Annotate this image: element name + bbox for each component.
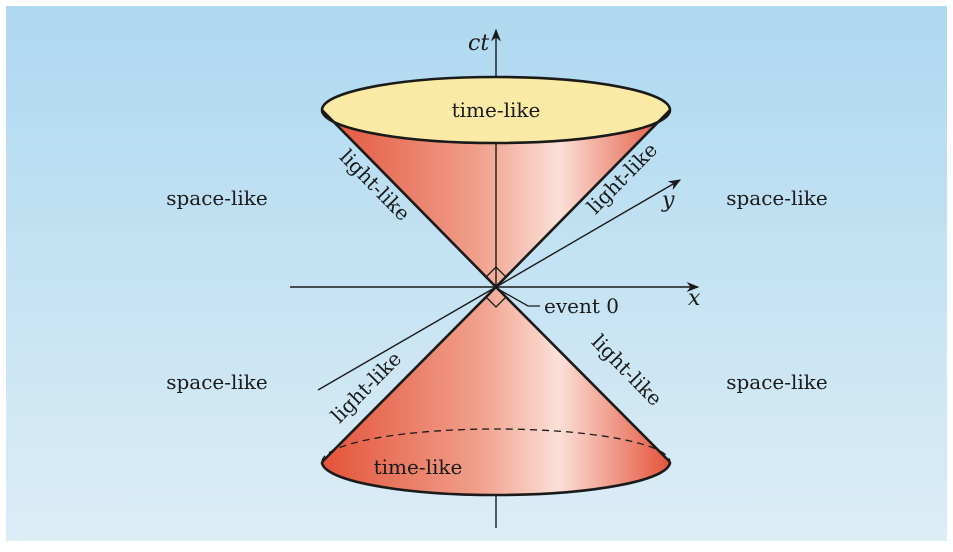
space-like-lower-right: space-like [726,370,828,394]
event-leader-line [497,288,540,307]
past-time-like-label: time-like [374,455,463,479]
space-like-upper-left: space-like [166,186,268,210]
upper-right-angle-mark [485,266,507,288]
event-origin-label: event 0 [544,294,619,318]
x-axis-label: x [688,286,701,311]
future-cone-edge-left [321,109,497,288]
y-axis [495,179,682,288]
y-axis-back [317,286,497,391]
space-like-upper-right: space-like [726,186,828,210]
future-time-like-label: time-like [452,98,541,122]
past-cone-edge-left [321,286,497,463]
past-cone-front-rim [320,461,672,497]
past-cone-edge-right [495,286,671,463]
past-cone-back-rim [321,428,671,463]
lower-right-angle-mark [485,286,507,308]
future-cone-edge-right [495,109,671,288]
space-like-lower-left: space-like [166,370,268,394]
y-axis-label: y [661,188,675,213]
past-cone-surface [322,287,670,495]
ct-axis-label: ct [468,31,489,56]
